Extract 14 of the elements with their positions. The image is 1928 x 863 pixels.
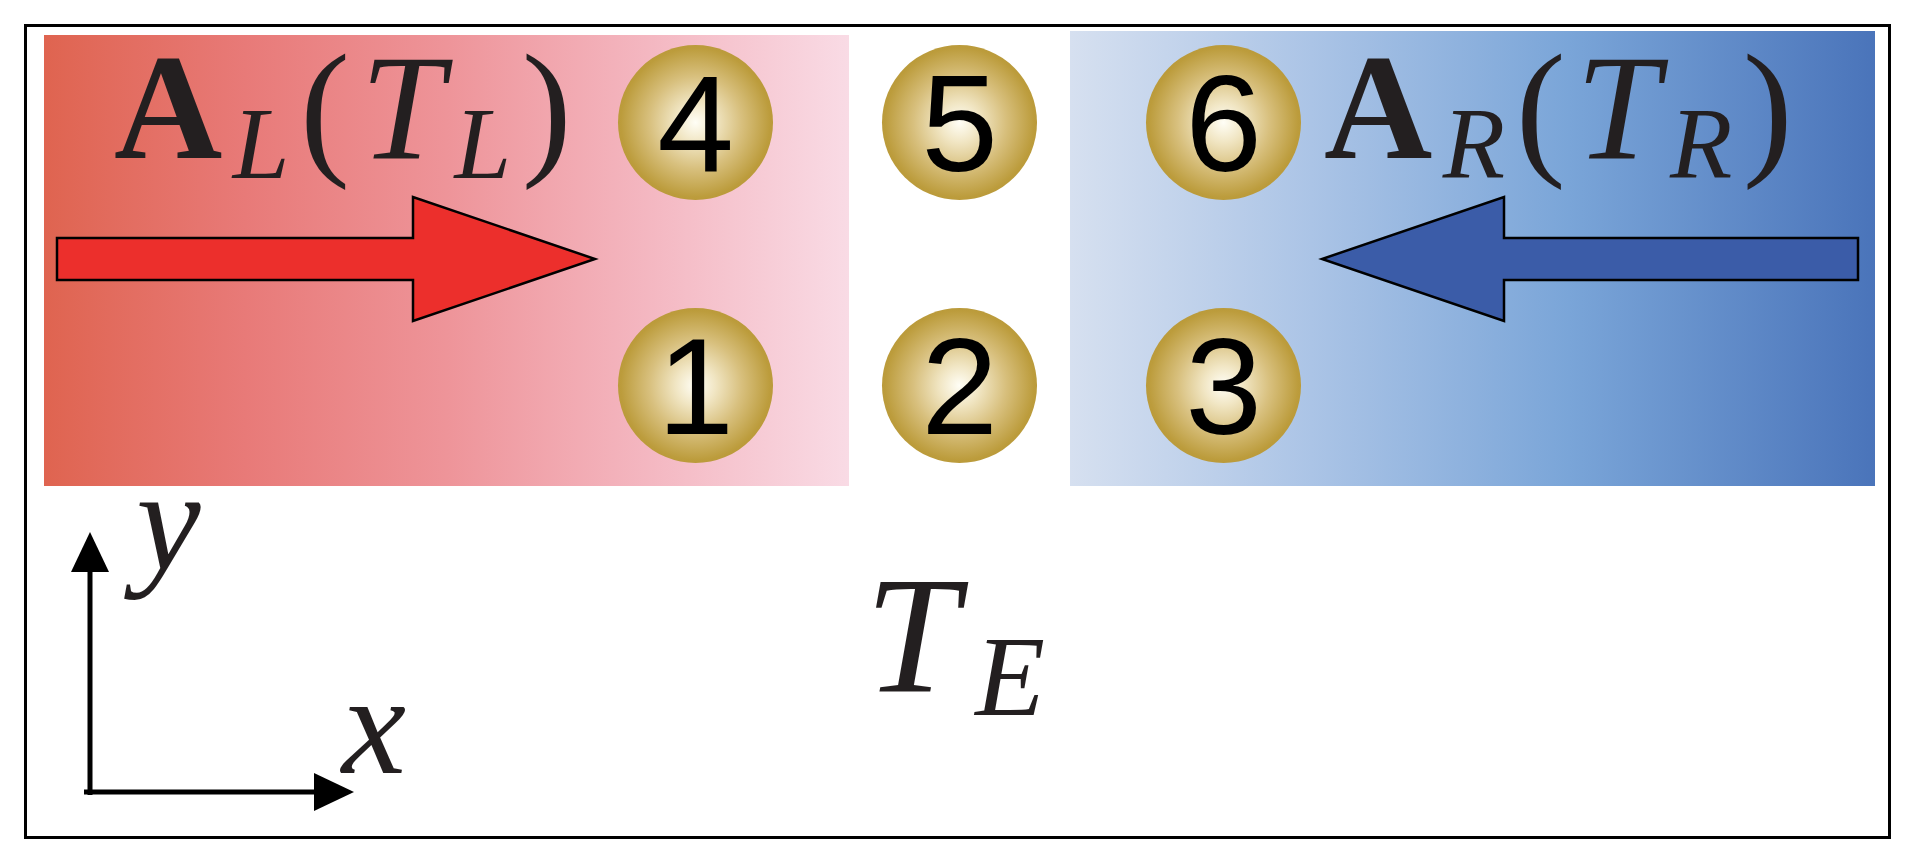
math-label: A$_{L}$(T$_{L}$) [114,47,583,193]
frame-border [24,24,1891,839]
axis-label: y [116,490,201,606]
site-circle: 6 [1146,45,1301,200]
site-circle: 3 [1146,308,1301,463]
axis-label: x [339,694,407,776]
site-circle: 5 [882,45,1037,200]
reservoir-band [1070,31,1875,486]
math-label: T$_{E}$ [865,568,1062,726]
site-circle: 2 [882,308,1037,463]
reservoir-band [44,35,849,486]
site-circle: 4 [618,45,773,200]
site-circle: 1 [618,308,773,463]
math-label: A$_{R}$(T$_{R}$) [1324,47,1804,193]
